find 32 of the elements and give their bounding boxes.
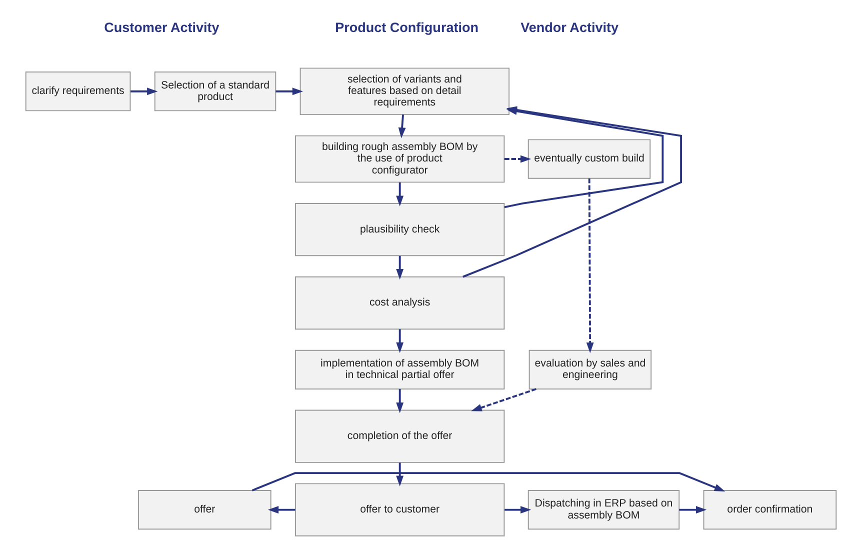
arrow bbox=[396, 389, 404, 414]
label: Vendor Activity bbox=[520, 20, 618, 36]
node-box: offer to customer bbox=[294, 483, 504, 536]
arrow bbox=[251, 472, 725, 492]
node-box: completion of the offer bbox=[294, 410, 504, 463]
node-box: Dispatching in ERP based on assembly BOM bbox=[527, 490, 680, 530]
node-box: evaluation by sales and engineering bbox=[528, 350, 652, 390]
node-box: plausibility check bbox=[294, 202, 504, 256]
arrow bbox=[678, 506, 706, 514]
node-box: eventually custom build bbox=[527, 139, 650, 179]
arrow bbox=[396, 462, 404, 486]
arrow bbox=[396, 182, 404, 206]
arrow bbox=[275, 88, 303, 96]
arrow bbox=[504, 155, 531, 163]
arrow bbox=[130, 88, 158, 96]
label: Product Configuration bbox=[334, 20, 478, 36]
node-box: implementation of assembly BOM in technical partial offer bbox=[294, 350, 504, 390]
arrow bbox=[396, 329, 404, 353]
node-box: selection of variants and features based on detail requirements bbox=[299, 68, 510, 116]
node-box: clarify requirements bbox=[24, 72, 130, 112]
arrow bbox=[470, 388, 536, 412]
arrow bbox=[586, 178, 594, 354]
node-box: cost analysis bbox=[294, 276, 504, 330]
arrow bbox=[267, 506, 295, 514]
node-box: building rough assembly BOM by the use of product configurator bbox=[294, 135, 504, 183]
arrow bbox=[398, 114, 406, 138]
label: Customer Activity bbox=[104, 20, 219, 36]
node-box: offer bbox=[137, 490, 271, 530]
node-box: Selection of a standard product bbox=[154, 72, 276, 112]
arrow bbox=[504, 506, 531, 514]
arrow bbox=[396, 256, 404, 280]
node-box: order confirmation bbox=[702, 490, 836, 530]
